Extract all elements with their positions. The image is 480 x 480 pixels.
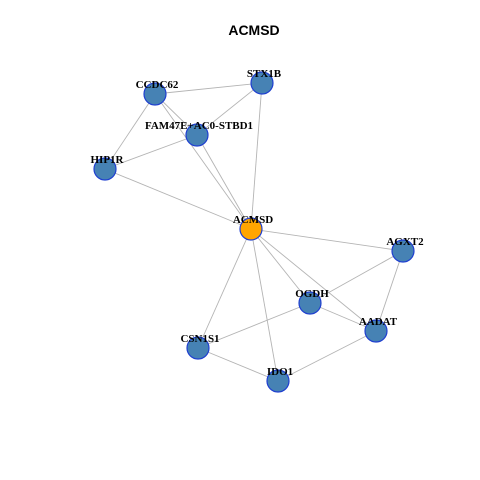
- edge-acmsd-ido1: [250, 228, 279, 382]
- node-layer: [93, 71, 415, 393]
- edge-hip1r-acmsd: [104, 168, 252, 230]
- edge-ogdh-aadat: [309, 302, 377, 332]
- edge-layer: [104, 82, 404, 382]
- edge-fam47e-acmsd: [196, 134, 252, 230]
- edge-csn1s1-ido1: [197, 347, 279, 382]
- node-hip1r[interactable]: [93, 157, 117, 181]
- node-agxt2[interactable]: [391, 239, 415, 263]
- node-label-aadat: AADAT: [359, 316, 398, 328]
- node-label-stx1b: STX1B: [247, 68, 282, 80]
- node-label-ogdh: OGDH: [295, 288, 329, 300]
- node-fam47e[interactable]: [185, 123, 209, 147]
- edge-acmsd-agxt2: [250, 228, 404, 252]
- edge-stx1b-fam47e: [196, 82, 263, 136]
- node-ido1[interactable]: [266, 369, 290, 393]
- node-label-agxt2: AGXT2: [386, 236, 424, 248]
- node-stx1b[interactable]: [250, 71, 274, 95]
- diagram-title: ACMSD: [228, 22, 279, 38]
- node-acmsd[interactable]: [239, 217, 263, 241]
- node-aadat[interactable]: [364, 319, 388, 343]
- edge-agxt2-aadat: [375, 250, 404, 332]
- edge-ogdh-csn1s1: [197, 302, 311, 349]
- edge-ccdc62-hip1r: [104, 93, 156, 170]
- node-ogdh[interactable]: [298, 291, 322, 315]
- edge-fam47e-hip1r: [104, 134, 198, 170]
- node-label-ido1: IDO1: [267, 366, 293, 378]
- edge-agxt2-ogdh: [309, 250, 404, 304]
- node-csn1s1[interactable]: [186, 336, 210, 360]
- edge-acmsd-csn1s1: [197, 228, 252, 349]
- node-ccdc62[interactable]: [143, 82, 167, 106]
- edge-acmsd-ogdh: [250, 228, 311, 304]
- edge-acmsd-aadat: [250, 228, 377, 332]
- edge-ido1-aadat: [277, 330, 377, 382]
- edge-stx1b-acmsd: [250, 82, 263, 230]
- node-label-hip1r: HIP1R: [91, 154, 125, 166]
- node-label-ccdc62: CCDC62: [136, 79, 179, 91]
- node-label-fam47e: FAM47E+AC0-STBD1: [145, 120, 253, 132]
- node-label-csn1s1: CSN1S1: [180, 333, 219, 345]
- node-label-acmsd: ACMSD: [233, 214, 273, 226]
- edge-ccdc62-stx1b: [154, 82, 263, 95]
- edge-ccdc62-acmsd: [154, 93, 252, 230]
